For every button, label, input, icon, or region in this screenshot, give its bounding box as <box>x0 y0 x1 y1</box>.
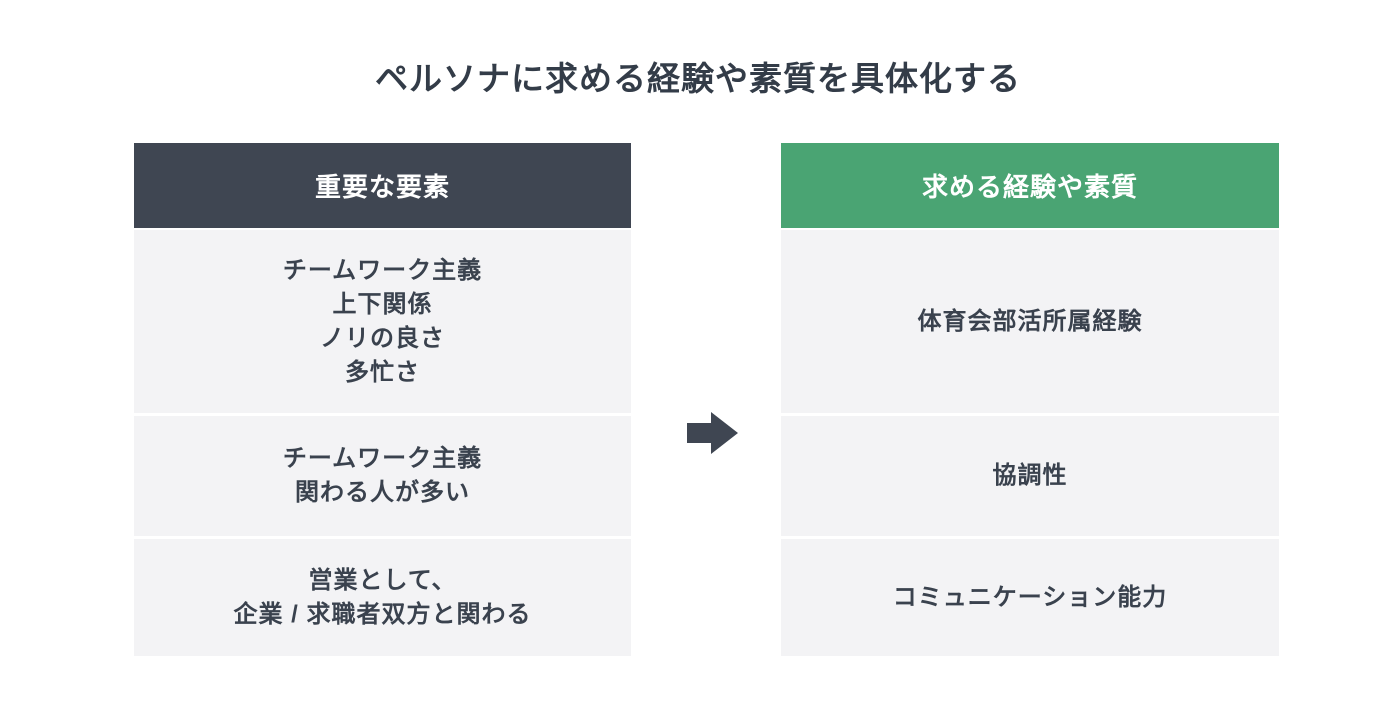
table-row: 協調性 <box>781 416 1279 536</box>
row-line: 多忙さ <box>345 358 420 386</box>
row-line: 上下関係 <box>332 290 433 318</box>
row-line: 関わる人が多い <box>295 479 470 506</box>
table-row: チームワーク主義 関わる人が多い <box>134 416 631 536</box>
table-row: コミュニケーション能力 <box>781 539 1279 656</box>
desired-qualities-header: 求める経験や素質 <box>781 143 1279 228</box>
page-title: ペルソナに求める経験や素質を具体化する <box>375 60 1021 97</box>
desired-qualities-table: 求める経験や素質 体育会部活所属経験 協調性 コミュニケーション能力 <box>781 143 1279 656</box>
right-arrow-icon <box>687 412 738 454</box>
row-line: コミュニケーション能力 <box>892 583 1168 611</box>
row-line: 企業 / 求職者双方と関わる <box>233 600 532 628</box>
row-line: 協調性 <box>992 462 1068 489</box>
important-elements-table: 重要な要素 チームワーク主義 上下関係 ノリの良さ 多忙さ チームワーク主義 関… <box>134 143 631 656</box>
table-row: 営業として、 企業 / 求職者双方と関わる <box>134 539 631 656</box>
row-line: 営業として、 <box>308 566 457 594</box>
important-elements-header: 重要な要素 <box>134 143 631 228</box>
row-line: チームワーク主義 <box>282 256 483 284</box>
table-row: チームワーク主義 上下関係 ノリの良さ 多忙さ <box>134 230 631 413</box>
row-line: ノリの良さ <box>320 324 445 352</box>
row-line: チームワーク主義 <box>282 445 483 472</box>
row-line: 体育会部活所属経験 <box>917 307 1143 335</box>
table-row: 体育会部活所属経験 <box>781 230 1279 413</box>
